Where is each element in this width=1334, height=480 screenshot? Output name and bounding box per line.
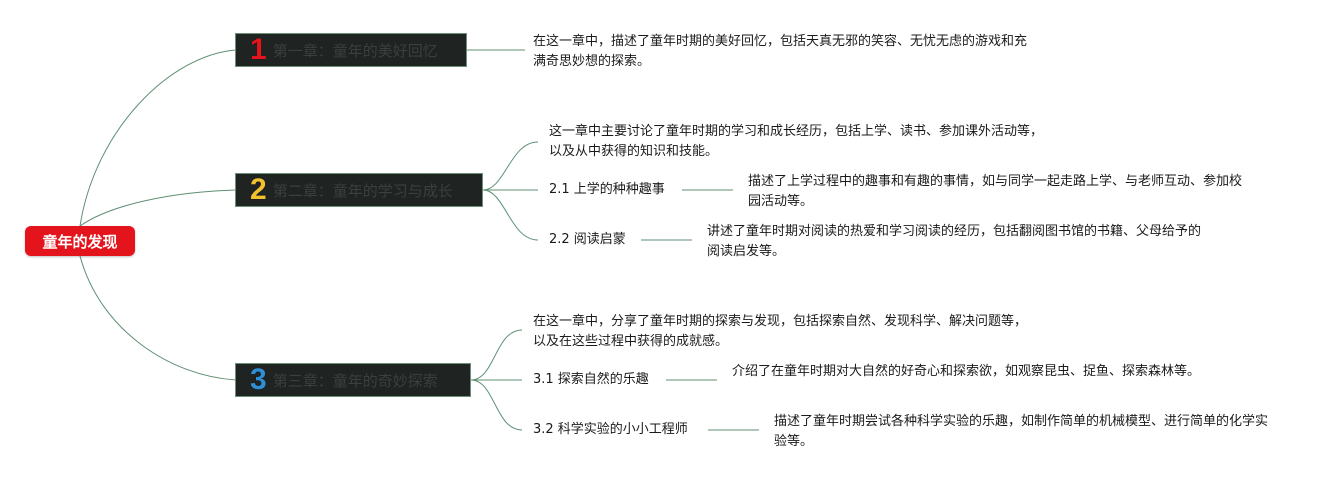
section-3-1-title[interactable]: 3.1 探索自然的乐趣 [533,372,649,387]
chapter-2-node[interactable]: 2 第二章：童年的学习与成长 [235,173,483,207]
chapter-1-description: 在这一章中，描述了童年时期的美好回忆，包括天真无邪的笑容、无忧无虑的游戏和充满奇… [533,34,1028,69]
chapter-1-node[interactable]: 1 第一章：童年的美好回忆 [235,33,467,67]
section-3-2-title[interactable]: 3.2 科学实验的小小工程师 [533,422,688,437]
root-node[interactable]: 童年的发现 [25,226,135,256]
root-label: 童年的发现 [42,232,118,251]
chapter-2-description: 这一章中主要讨论了童年时期的学习和成长经历，包括上学、读书、参加课外活动等，以及… [549,124,1044,159]
section-2-2-description: 讲述了童年时期对阅读的热爱和学习阅读的经历，包括翻阅图书馆的书籍、父母给予的阅读… [707,224,1202,259]
chapter-2-number-icon: 2 [250,173,267,206]
section-3-1-description: 介绍了在童年时期对大自然的好奇心和探索欲，如观察昆虫、捉鱼、探索森林等。 [732,364,1201,379]
chapter-3-description: 在这一章中，分享了童年时期的探索与发现，包括探索自然、发现科学、解决问题等，以及… [533,314,1028,349]
chapter-1-number-icon: 1 [250,33,267,66]
section-2-1-title[interactable]: 2.1 上学的种种趣事 [549,182,665,197]
section-3-2-description: 描述了童年时期尝试各种科学实验的乐趣，如制作简单的机械模型、进行简单的化学实验等… [774,414,1269,449]
chapter-3-number-icon: 3 [250,363,267,396]
chapter-1-title: 第一章：童年的美好回忆 [272,41,438,60]
chapter-3-title: 第三章：童年的奇妙探索 [272,371,438,390]
chapter-3-node[interactable]: 3 第三章：童年的奇妙探索 [235,363,471,397]
section-2-2-title[interactable]: 2.2 阅读启蒙 [549,232,626,247]
chapter-2-title: 第二章：童年的学习与成长 [272,181,453,200]
section-2-1-description: 描述了上学过程中的趣事和有趣的事情，如与同学一起走路上学、与老师互动、参加校园活… [748,174,1243,209]
